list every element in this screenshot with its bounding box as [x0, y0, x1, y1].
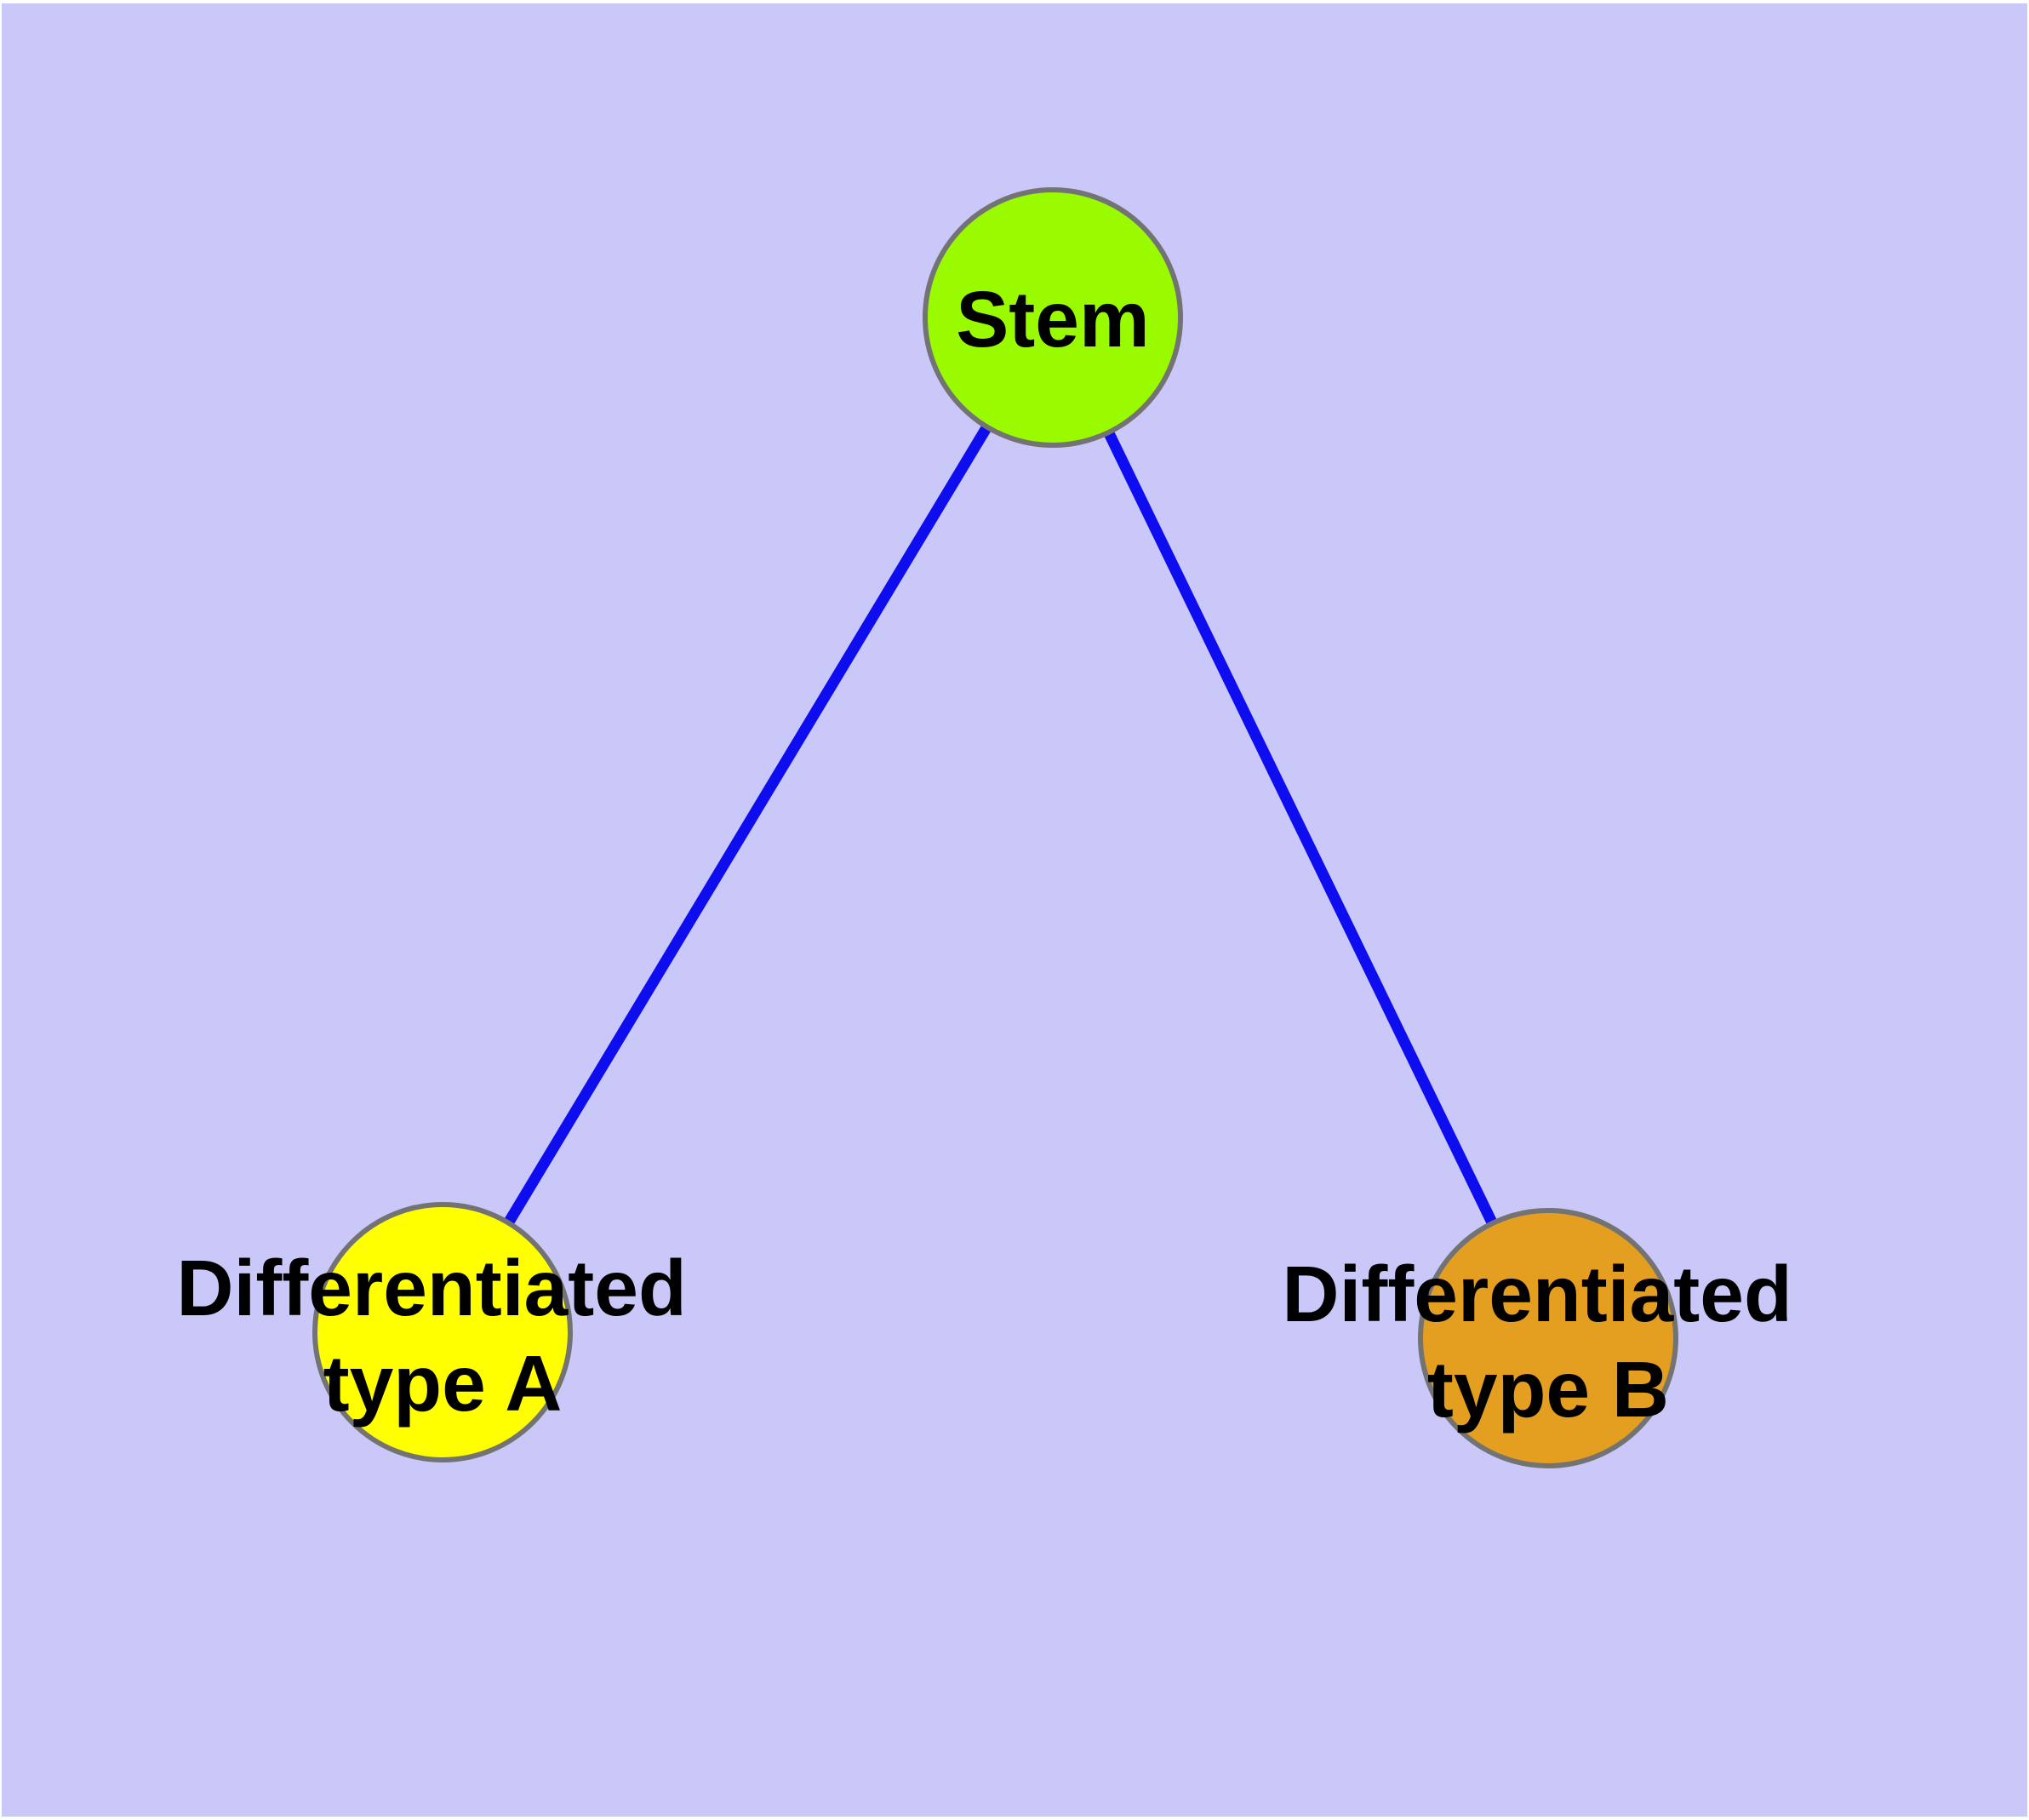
edge-stem-to-type-a	[437, 314, 1058, 1336]
node-differentiated-type-b	[1418, 1208, 1678, 1468]
node-type-a-label: Differentiated type A	[176, 1244, 708, 1428]
node-stem-label: Stem	[956, 275, 1149, 363]
node-type-a-label-line2: type A	[323, 1339, 563, 1428]
node-type-b-label: Differentiated type B	[1282, 1250, 1814, 1434]
node-type-a-label-line1: Differentiated	[176, 1244, 686, 1332]
node-stem	[923, 187, 1183, 448]
edge-stem-to-type-b	[1048, 315, 1553, 1341]
node-type-b-label-line2: type B	[1427, 1345, 1669, 1434]
node-stem-label-line1: Stem	[956, 275, 1149, 363]
node-type-b-label-line1: Differentiated	[1282, 1250, 1792, 1338]
node-differentiated-type-a	[312, 1202, 573, 1462]
